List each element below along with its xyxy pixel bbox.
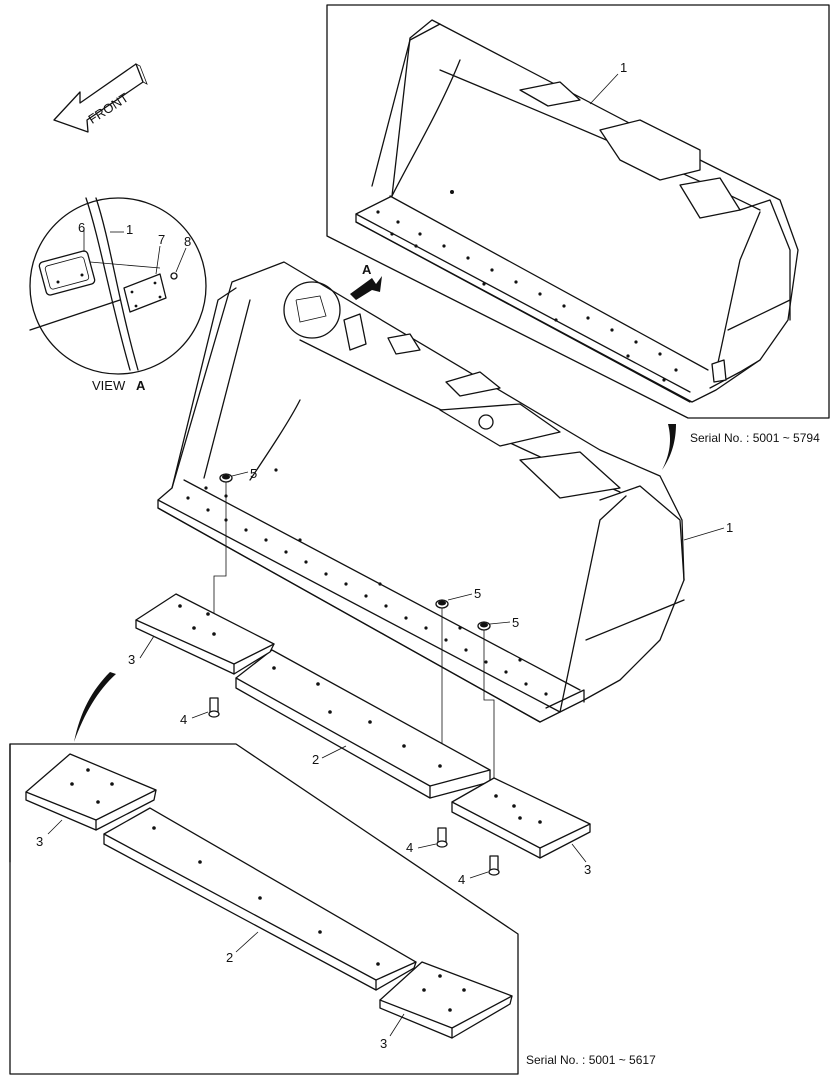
view-bolt-8-icon — [170, 272, 178, 280]
view-a-pointer-icon — [350, 276, 382, 300]
serial-top: Serial No. : 5001 ~ 5794 — [690, 431, 820, 445]
main-corner-right-3 — [451, 777, 591, 859]
bottom-pointer-icon — [74, 672, 116, 742]
inset-corner-right-3 — [379, 961, 513, 1039]
view-plate-6 — [38, 250, 96, 296]
main-bucket: A 1 — [157, 261, 733, 723]
nut-5-c-icon — [477, 621, 491, 631]
callout-main-1: 1 — [726, 520, 733, 535]
callout-edge-main: 2 — [312, 752, 319, 767]
callout-edge-inset: 2 — [226, 950, 233, 965]
callout-6: 6 — [78, 220, 85, 235]
top-inset-frame: 1 Serial No. : 5001 ~ 5794 — [326, 4, 830, 470]
nut-5-b-icon — [435, 599, 449, 609]
bolt-4-c-icon — [488, 855, 500, 876]
view-plate-7 — [123, 273, 167, 313]
view-letter: A — [136, 378, 146, 393]
view-a-detail: 6 1 7 8 VIEW A — [29, 197, 207, 393]
callout-corner-inset-left: 3 — [36, 834, 43, 849]
callout-8: 8 — [184, 234, 191, 249]
bottom-inset-frame: 3 2 3 — [9, 743, 519, 1075]
bolt-4-b-icon — [436, 827, 448, 848]
callout-nut-b: 5 — [474, 586, 481, 601]
nut-5-a-icon — [219, 473, 233, 483]
view-label: VIEW — [92, 378, 126, 393]
callout-nut-a: 5 — [250, 466, 257, 481]
callout-view-1: 1 — [126, 222, 133, 237]
inset-cutting-edge-2 — [103, 807, 417, 991]
serial-bottom: Serial No. : 5001 ~ 5617 — [526, 1053, 656, 1067]
top-inset-bucket — [355, 19, 799, 403]
callout-bolt-b: 4 — [406, 840, 413, 855]
callout-nut-c: 5 — [512, 615, 519, 630]
main-corner-left-3 — [135, 593, 275, 675]
callout-corner-inset-right: 3 — [380, 1036, 387, 1051]
callout-top-1: 1 — [620, 60, 627, 75]
front-arrow-icon: FRONT — [53, 63, 148, 133]
top-pointer-icon — [662, 424, 676, 470]
bolt-4-a-icon — [208, 697, 220, 718]
callout-corner-main-right: 3 — [584, 862, 591, 877]
callout-7: 7 — [158, 232, 165, 247]
inset-corner-left-3 — [25, 753, 157, 831]
callout-bolt-c: 4 — [458, 872, 465, 887]
callout-bolt-a: 4 — [180, 712, 187, 727]
callout-corner-main-left: 3 — [128, 652, 135, 667]
view-pointer-letter: A — [362, 262, 372, 277]
